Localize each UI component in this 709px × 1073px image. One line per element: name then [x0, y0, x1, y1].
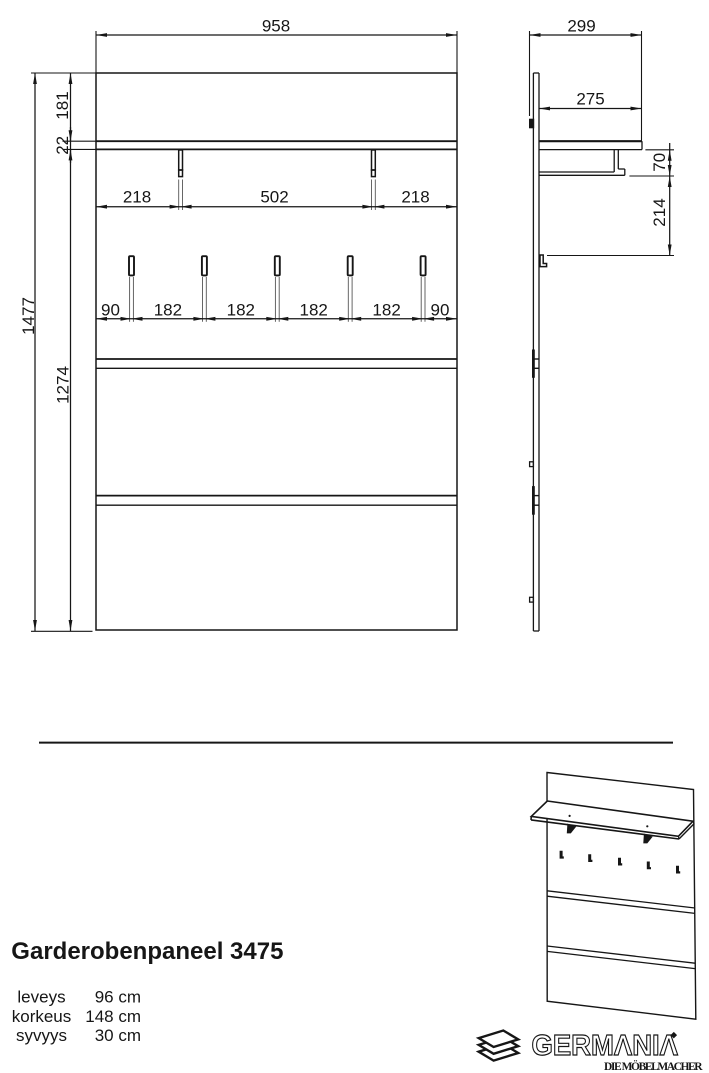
- svg-text:90: 90: [101, 300, 120, 319]
- svg-text:218: 218: [401, 188, 429, 207]
- svg-text:502: 502: [260, 188, 288, 207]
- svg-text:30 cm: 30 cm: [95, 1026, 141, 1045]
- svg-text:korkeus: korkeus: [12, 1007, 72, 1026]
- svg-text:182: 182: [154, 300, 182, 319]
- svg-text:182: 182: [372, 300, 400, 319]
- svg-text:GERMΛNIΛ: GERMΛNIΛ: [532, 1030, 679, 1062]
- svg-text:90: 90: [431, 300, 450, 319]
- svg-text:275: 275: [576, 90, 604, 109]
- svg-text:218: 218: [123, 188, 151, 207]
- svg-text:96 cm: 96 cm: [95, 988, 141, 1007]
- svg-text:Garderobenpaneel 3475: Garderobenpaneel 3475: [11, 938, 283, 965]
- svg-text:182: 182: [227, 300, 255, 319]
- svg-text:182: 182: [300, 300, 328, 319]
- svg-text:70: 70: [650, 153, 669, 172]
- svg-text:leveys: leveys: [17, 988, 65, 1007]
- svg-text:22: 22: [53, 136, 72, 155]
- svg-text:299: 299: [567, 17, 595, 36]
- svg-text:181: 181: [53, 91, 72, 119]
- svg-text:214: 214: [650, 198, 669, 226]
- svg-text:148 cm: 148 cm: [85, 1007, 141, 1026]
- svg-text:DIE MÖBELMACHER: DIE MÖBELMACHER: [604, 1059, 703, 1073]
- svg-text:958: 958: [262, 17, 290, 36]
- svg-text:1477: 1477: [19, 297, 38, 335]
- svg-text:syvyys: syvyys: [16, 1026, 67, 1045]
- svg-text:1274: 1274: [54, 366, 73, 404]
